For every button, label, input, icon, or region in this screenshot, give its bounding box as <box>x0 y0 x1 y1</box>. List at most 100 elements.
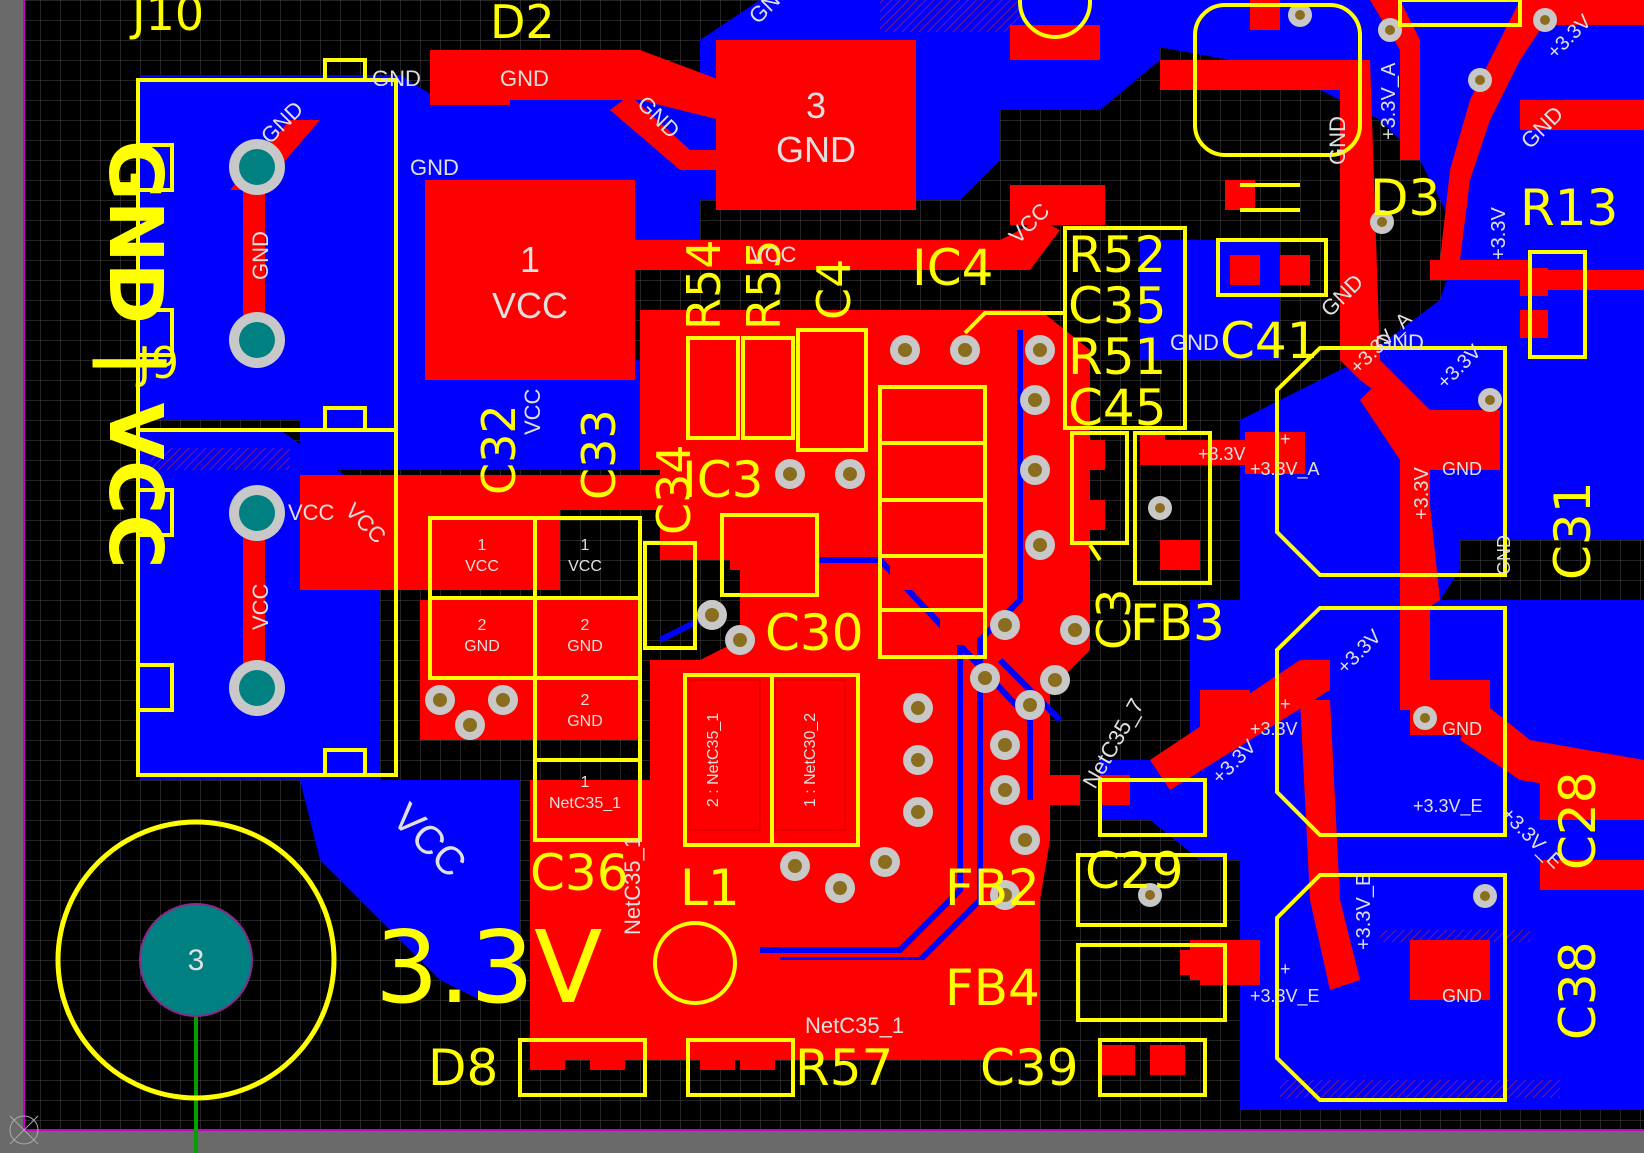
c36-pad1-num: 1 <box>581 774 590 791</box>
trace-bottom <box>560 1010 1040 1050</box>
label-d2: D2 <box>490 0 555 49</box>
vias <box>425 3 1557 910</box>
net-gnd: GND <box>1375 330 1424 355</box>
label-fb3: FB3 <box>1130 594 1225 652</box>
net-gnd: GND <box>248 231 273 280</box>
label-c32: C32 <box>472 404 526 495</box>
label-c31: C31 <box>1544 481 1602 580</box>
label-r52: R52 <box>1068 226 1166 284</box>
net-3v3e: +3.3V_E <box>1353 873 1375 950</box>
net-3v3e: +3.3V_E <box>1250 986 1320 1007</box>
label-d8: D8 <box>428 1039 498 1097</box>
label-ic4: IC4 <box>912 239 993 297</box>
label-fb2: FB2 <box>945 859 1040 917</box>
net-3v3a: +3.3V_A <box>1250 459 1320 480</box>
label-j9: J9 <box>135 338 179 389</box>
keepout-hatch <box>1280 1080 1560 1098</box>
l1-pad-1 <box>774 679 846 831</box>
label-c36: C36 <box>530 844 629 902</box>
net-plus: + <box>1280 429 1291 449</box>
label-c4: C4 <box>807 259 861 320</box>
label-3v3: 3.3V <box>375 909 602 1026</box>
pad-1-vcc <box>425 180 635 380</box>
net-gnd: GND <box>372 66 421 91</box>
net-netc35-1: NetC35_1 <box>805 1013 904 1038</box>
silkscreen-outlines <box>136 0 1587 1102</box>
label-r13: R13 <box>1520 179 1618 237</box>
trace-netc35-1 <box>760 960 1030 990</box>
c33-pad2-num: 2 <box>581 617 590 634</box>
c33-pad1-net: VCC <box>568 558 602 575</box>
mounting-hole-outline <box>55 819 337 1101</box>
label-c35: C35 <box>1068 277 1167 335</box>
label-fb4: FB4 <box>945 959 1040 1017</box>
net-3v3: +3.3V <box>1250 719 1298 739</box>
label-gnd-vcc: GND | VCC <box>92 140 178 569</box>
net-3v3: +3.3V <box>1411 467 1433 520</box>
origin-marker <box>9 1115 39 1145</box>
net-gnd: GND <box>1325 116 1350 165</box>
silkscreen-text: J10 D2 J9 GND | VCC R54 R55 C4 IC4 R52 C… <box>92 0 1618 1097</box>
label-c33: C33 <box>572 409 626 500</box>
net-plus: + <box>1280 694 1291 714</box>
net-vcc: VCC <box>248 583 273 630</box>
net-netc35-1: NetC35_1 <box>620 836 645 935</box>
mounting-hole[interactable] <box>139 903 253 1017</box>
label-c45: C45 <box>1068 379 1167 437</box>
label-c39: C39 <box>980 1039 1079 1097</box>
net-gnd: GND <box>1442 986 1482 1006</box>
net-vcc: VCC <box>750 242 797 267</box>
label-d3: D3 <box>1370 169 1440 227</box>
label-c28: C28 <box>1549 771 1607 870</box>
c36-pad1-net: NetC35_1 <box>549 795 621 812</box>
pad1-number: 1 <box>520 239 540 280</box>
left-margin <box>0 0 24 1153</box>
keepout-hatch <box>150 448 290 470</box>
pad-3-gnd <box>716 40 916 210</box>
net-vcc: VCC <box>520 388 545 435</box>
label-r51: R51 <box>1068 328 1166 386</box>
pad3-number: 3 <box>806 85 826 126</box>
ic3-pads <box>730 520 820 570</box>
pad1-net: VCC <box>492 285 568 326</box>
c32-pad2-net: GND <box>464 638 500 655</box>
c36-pad2-net: GND <box>567 713 603 730</box>
label-c30: C30 <box>765 604 864 662</box>
l1-pad1-label: 1 : NetC30_2 <box>802 713 819 807</box>
net-gnd: GND <box>1442 719 1482 739</box>
net-gnd: GND <box>410 155 459 180</box>
c33-pad1-num: 1 <box>581 537 590 554</box>
net-3v3a: +3.3V_A <box>1378 62 1400 140</box>
keepout-hatch <box>880 0 1020 32</box>
ic4-pads <box>700 345 975 645</box>
label-r55: R55 <box>737 240 791 331</box>
l1-pad-2 <box>689 679 761 831</box>
net-vcc: VCC <box>288 500 335 525</box>
net-3v3: +3.3V <box>1198 444 1246 464</box>
label-c41: C41 <box>1220 312 1319 370</box>
label-r57: R57 <box>795 1039 893 1097</box>
pad3-net: GND <box>776 129 856 170</box>
net-gnd: GND <box>1442 459 1482 479</box>
net-gnd: GND <box>1170 330 1219 355</box>
j9-pins <box>229 139 285 716</box>
c32-pad1-net: VCC <box>465 558 499 575</box>
keepout-hatch <box>1380 930 1530 942</box>
label-l1: L1 <box>680 859 740 917</box>
bottom-margin <box>0 1130 1644 1153</box>
mount-hole-number: 3 <box>188 944 205 977</box>
c36-pad2-num: 2 <box>581 692 590 709</box>
label-c3: C3 <box>1087 589 1141 650</box>
l1-pad2-label: 2 : NetC35_1 <box>705 713 722 807</box>
label-ic3: IC3 <box>682 451 763 509</box>
label-c38: C38 <box>1549 941 1607 1040</box>
c33-pad2-net: GND <box>567 638 603 655</box>
net-3v3: +3.3V <box>1488 207 1510 260</box>
net-3v3e: +3.3V_E <box>1413 796 1483 817</box>
c32-pad2-num: 2 <box>478 617 487 634</box>
label-c34: C34 <box>647 444 701 535</box>
label-c29: C29 <box>1085 842 1184 900</box>
net-plus: + <box>1280 959 1291 979</box>
